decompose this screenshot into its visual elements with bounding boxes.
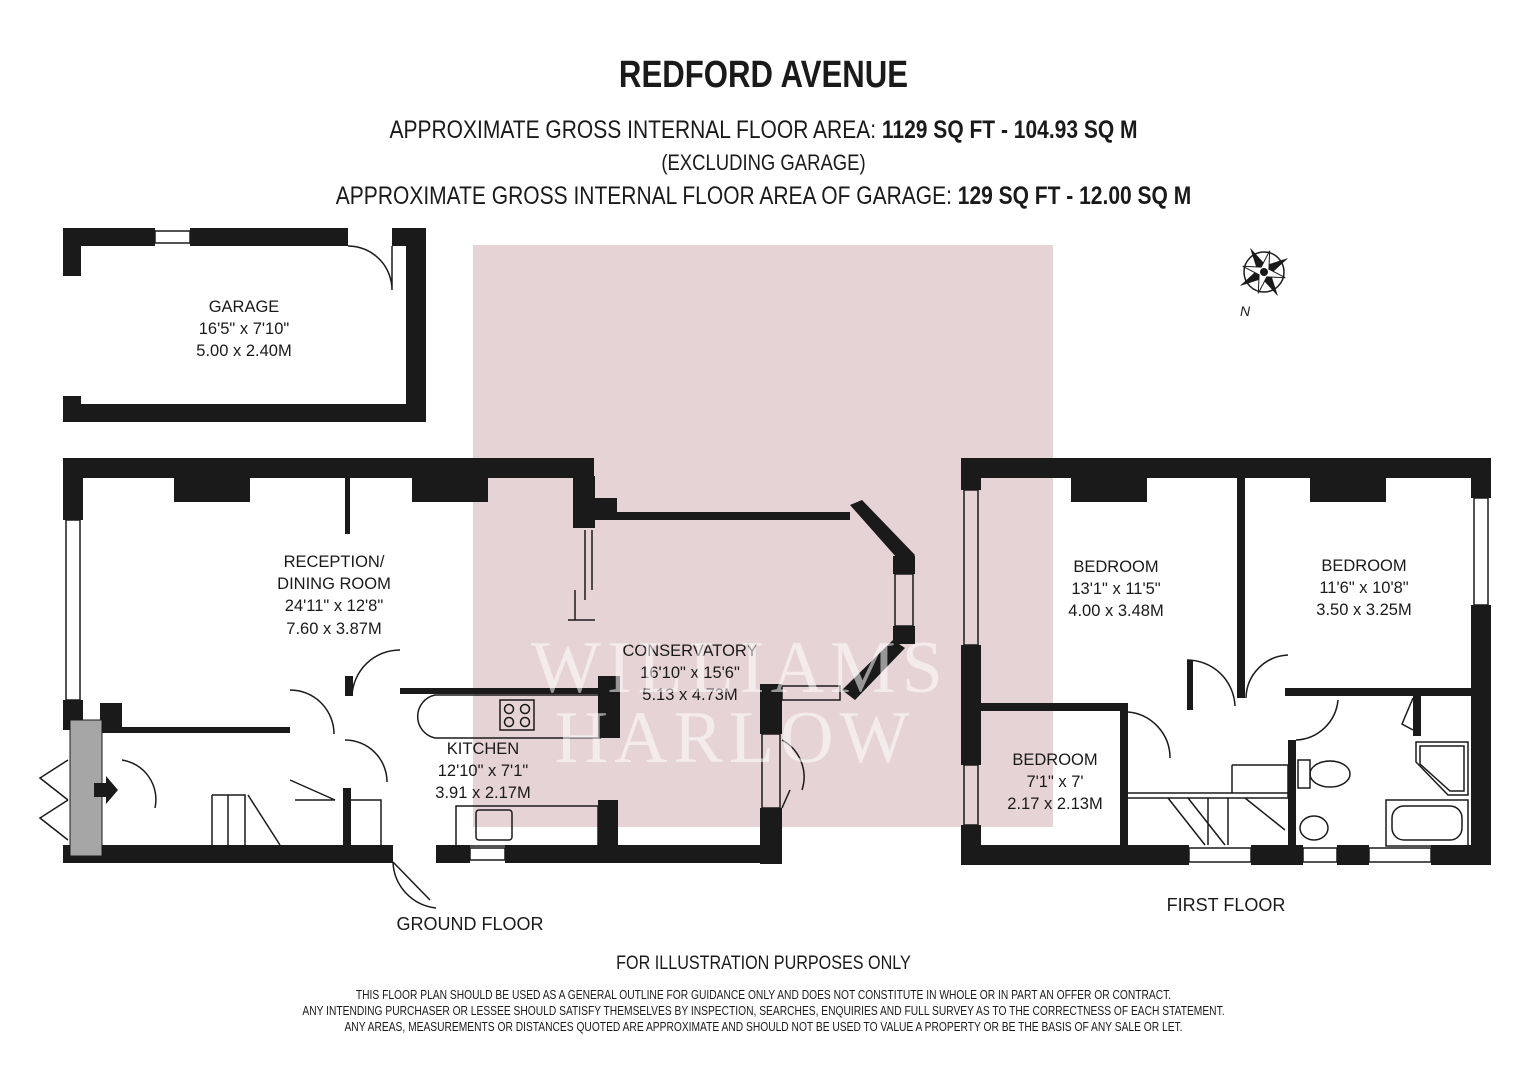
conservatory-imperial: 16'10" x 15'6": [640, 664, 740, 682]
bedroom2-imperial: 11'6" x 10'8": [1319, 579, 1408, 597]
disclaimer-line-3: ANY AREAS, MEASUREMENTS OR DISTANCES QUO…: [344, 1020, 1183, 1034]
reception-metric: 7.60 x 3.87M: [286, 620, 381, 638]
floor-area-note: (EXCLUDING GARAGE): [661, 150, 866, 175]
bedroom1-name: BEDROOM: [1073, 558, 1158, 576]
floor-area-label: APPROXIMATE GROSS INTERNAL FLOOR AREA:: [389, 116, 877, 144]
kitchen-name: KITCHEN: [447, 740, 519, 758]
floor-area-line: APPROXIMATE GROSS INTERNAL FLOOR AREA: 1…: [122, 116, 1405, 145]
disclaimer-line-1: THIS FLOOR PLAN SHOULD BE USED AS A GENE…: [355, 988, 1172, 1002]
garage-area-line: APPROXIMATE GROSS INTERNAL FLOOR AREA OF…: [122, 182, 1405, 211]
garage-metric: 5.00 x 2.40M: [196, 342, 291, 360]
reception-name-2: DINING ROOM: [277, 575, 391, 593]
conservatory-metric: 5.13 x 4.73M: [642, 686, 737, 704]
reception-name-1: RECEPTION/: [284, 553, 385, 571]
compass-icon: [1239, 247, 1289, 297]
kitchen-imperial: 12'10" x 7'1": [438, 762, 529, 780]
ground-floor-label: GROUND FLOOR: [396, 914, 543, 934]
garage-area-label: APPROXIMATE GROSS INTERNAL FLOOR AREA OF…: [335, 182, 952, 210]
plan-title: REDFORD AVENUE: [618, 54, 909, 96]
svg-text:WILLIAMS: WILLIAMS: [531, 627, 949, 709]
disclaimer-line-2: ANY INTENDING PURCHASER OR LESSEE SHOULD…: [302, 1004, 1225, 1018]
bedroom3-metric: 2.17 x 2.13M: [1007, 795, 1102, 813]
bedroom3-imperial: 7'1" x 7': [1026, 773, 1083, 791]
svg-text:HARLOW: HARLOW: [555, 697, 916, 779]
first-floor-label: FIRST FLOOR: [1167, 895, 1286, 915]
bedroom3-name: BEDROOM: [1012, 751, 1097, 769]
first-floor-plan: [961, 458, 1491, 865]
bedroom1-imperial: 13'1" x 11'5": [1071, 580, 1160, 598]
ground-floor-plan: [38, 458, 915, 909]
garage-name: GARAGE: [209, 298, 280, 316]
garage-plan: [63, 228, 426, 422]
bedroom2-metric: 3.50 x 3.25M: [1316, 601, 1411, 619]
floor-area-value: 1129 SQ FT - 104.93 SQ M: [881, 116, 1138, 144]
illustration-note: FOR ILLUSTRATION PURPOSES ONLY: [616, 953, 911, 974]
conservatory-name: CONSERVATORY: [622, 642, 757, 660]
bedroom2-name: BEDROOM: [1321, 557, 1406, 575]
watermark-logo: WILLIAMS HARLOW: [531, 627, 949, 779]
kitchen-metric: 3.91 x 2.17M: [435, 784, 530, 802]
reception-imperial: 24'11" x 12'8": [285, 597, 384, 615]
compass-north-label: N: [1240, 303, 1251, 319]
garage-imperial: 16'5" x 7'10": [199, 320, 290, 338]
bedroom1-metric: 4.00 x 3.48M: [1068, 602, 1163, 620]
garage-area-value: 129 SQ FT - 12.00 SQ M: [957, 182, 1192, 210]
entrance-arrow-icon: [94, 776, 118, 804]
